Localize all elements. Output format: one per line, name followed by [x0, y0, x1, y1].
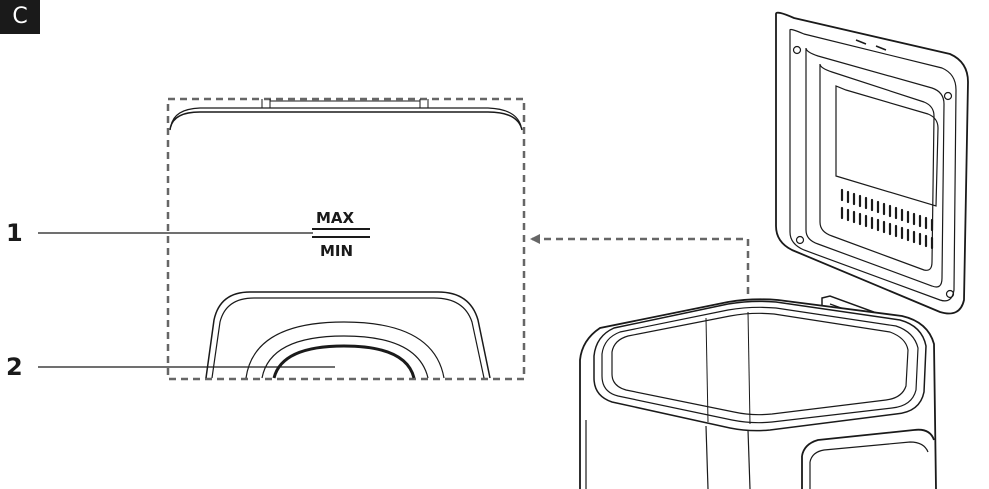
callout-number-2: 2: [6, 353, 23, 381]
min-label: MIN: [320, 242, 353, 260]
callout-number-1: 1: [6, 219, 23, 247]
appliance-lid: [775, 11, 969, 341]
appliance-body: [579, 298, 937, 489]
max-label: MAX: [316, 209, 355, 227]
section-label-badge: C: [0, 0, 40, 34]
max-min-fill-marks: MAX MIN: [312, 209, 370, 260]
detail-zoom-box: [166, 97, 526, 381]
